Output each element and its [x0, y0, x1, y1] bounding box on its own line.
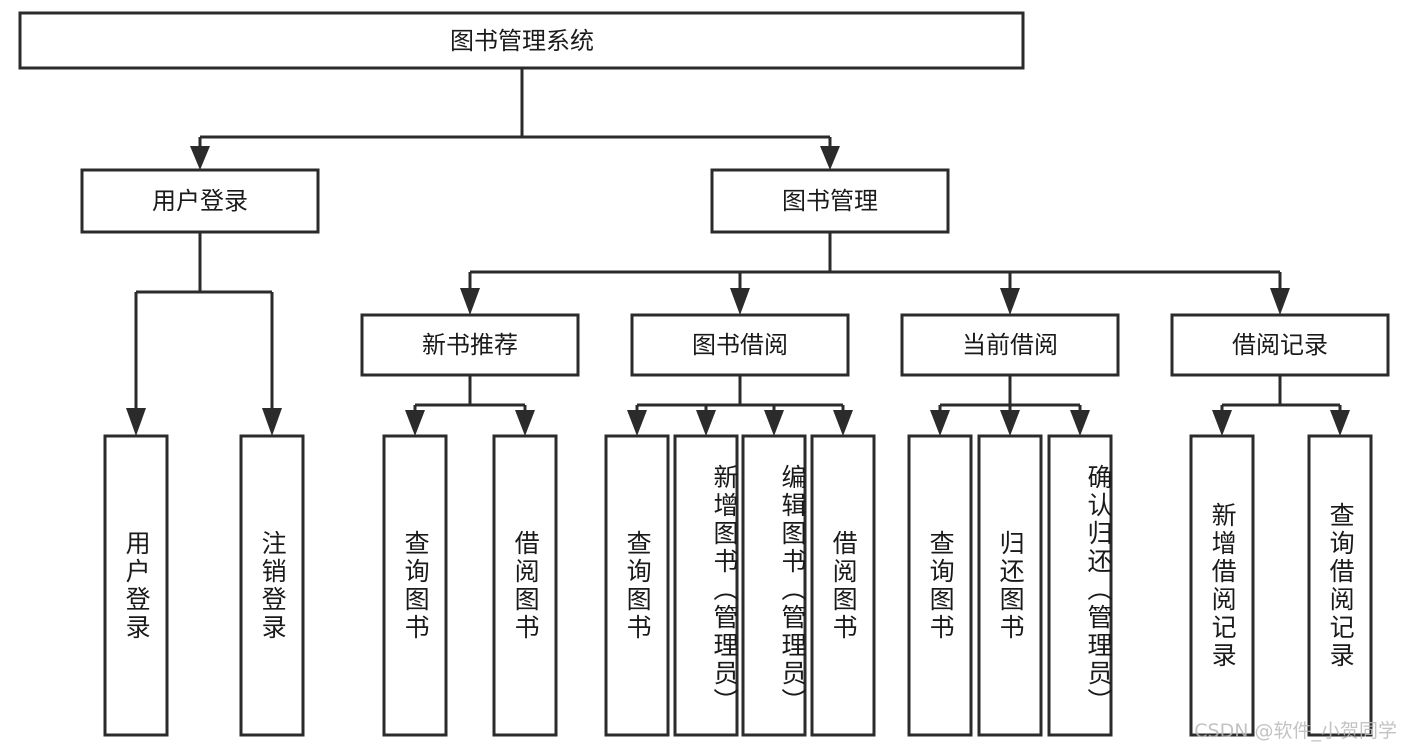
- arrow-head-icon: [696, 410, 716, 436]
- node-book-borrow[interactable]: 图书借阅: [630, 313, 850, 377]
- node-root-box[interactable]: [18, 11, 1025, 70]
- node-borrow-record-box[interactable]: [1170, 313, 1390, 377]
- node-book-management-box[interactable]: [710, 168, 950, 234]
- leaf-box-query-book-borrow[interactable]: [604, 434, 670, 737]
- leaf-box-add-borrow-record[interactable]: [1189, 434, 1255, 737]
- connector-currentborrow-to-leaves: [930, 375, 1090, 436]
- connector-newbook-to-leaves: [405, 375, 535, 436]
- node-user-login[interactable]: 用户登录: [80, 168, 320, 234]
- connector-bookborrow-to-leaves: [627, 375, 853, 436]
- arrow-head-icon: [460, 288, 480, 315]
- node-current-borrow[interactable]: 当前借阅: [900, 313, 1120, 377]
- node-new-book-recommend[interactable]: 新书推荐: [360, 313, 580, 377]
- node-book-management[interactable]: 图书管理: [710, 168, 950, 234]
- leaf-box-confirm-return-admin[interactable]: [1047, 434, 1113, 737]
- leaf-box-borrow-book[interactable]: [810, 434, 876, 737]
- arrow-head-icon: [1212, 410, 1232, 436]
- arrow-head-icon: [820, 146, 840, 170]
- node-current-borrow-label: 当前借阅: [962, 331, 1058, 359]
- node-book-borrow-box[interactable]: [630, 313, 850, 377]
- connector-borrowrecord-to-leaves: [1212, 375, 1350, 436]
- connector-root-to-level2: [190, 68, 840, 170]
- node-root-label: 图书管理系统: [450, 27, 594, 55]
- arrow-head-icon: [405, 410, 425, 436]
- leaf-box-user-login[interactable]: [103, 434, 169, 737]
- leaf-box-return-book[interactable]: [977, 434, 1043, 737]
- node-current-borrow-box[interactable]: [900, 313, 1120, 377]
- arrow-head-icon: [764, 410, 784, 436]
- node-book-borrow-label: 图书借阅: [692, 331, 788, 359]
- arrow-head-icon: [1000, 288, 1020, 315]
- leaf-box-query-book-current[interactable]: [907, 434, 973, 737]
- connector-userlogin-to-leaves: [126, 232, 282, 436]
- arrow-head-icon: [1330, 410, 1350, 436]
- arrow-head-icon: [930, 410, 950, 436]
- node-new-book-recommend-box[interactable]: [360, 313, 580, 377]
- arrow-head-icon: [515, 410, 535, 436]
- arrow-head-icon: [1000, 410, 1020, 436]
- connector-bookmgmt-to-level3: [460, 232, 1290, 315]
- arrow-head-icon: [833, 410, 853, 436]
- node-user-login-label: 用户登录: [152, 187, 248, 215]
- node-new-book-recommend-label: 新书推荐: [422, 331, 518, 359]
- node-user-login-box[interactable]: [80, 168, 320, 234]
- leaf-box-query-book-recommend[interactable]: [382, 434, 448, 737]
- arrow-head-icon: [190, 146, 210, 170]
- arrow-head-icon: [1270, 288, 1290, 315]
- arrow-head-icon: [262, 408, 282, 436]
- node-root[interactable]: 图书管理系统: [18, 11, 1025, 70]
- leaf-box-edit-book-admin[interactable]: [741, 434, 807, 737]
- leaf-box-query-borrow-record[interactable]: [1307, 434, 1373, 737]
- node-book-management-label: 图书管理: [782, 187, 878, 215]
- leaf-box-logout[interactable]: [239, 434, 305, 737]
- arrow-head-icon: [126, 408, 146, 436]
- leaf-box-borrow-book-recommend[interactable]: [492, 434, 558, 737]
- arrow-head-icon: [1070, 410, 1090, 436]
- node-borrow-record-label: 借阅记录: [1232, 331, 1328, 359]
- node-borrow-record[interactable]: 借阅记录: [1170, 313, 1390, 377]
- leaf-box-add-book-admin[interactable]: [673, 434, 739, 737]
- arrow-head-icon: [627, 410, 647, 436]
- arrow-head-icon: [730, 288, 750, 315]
